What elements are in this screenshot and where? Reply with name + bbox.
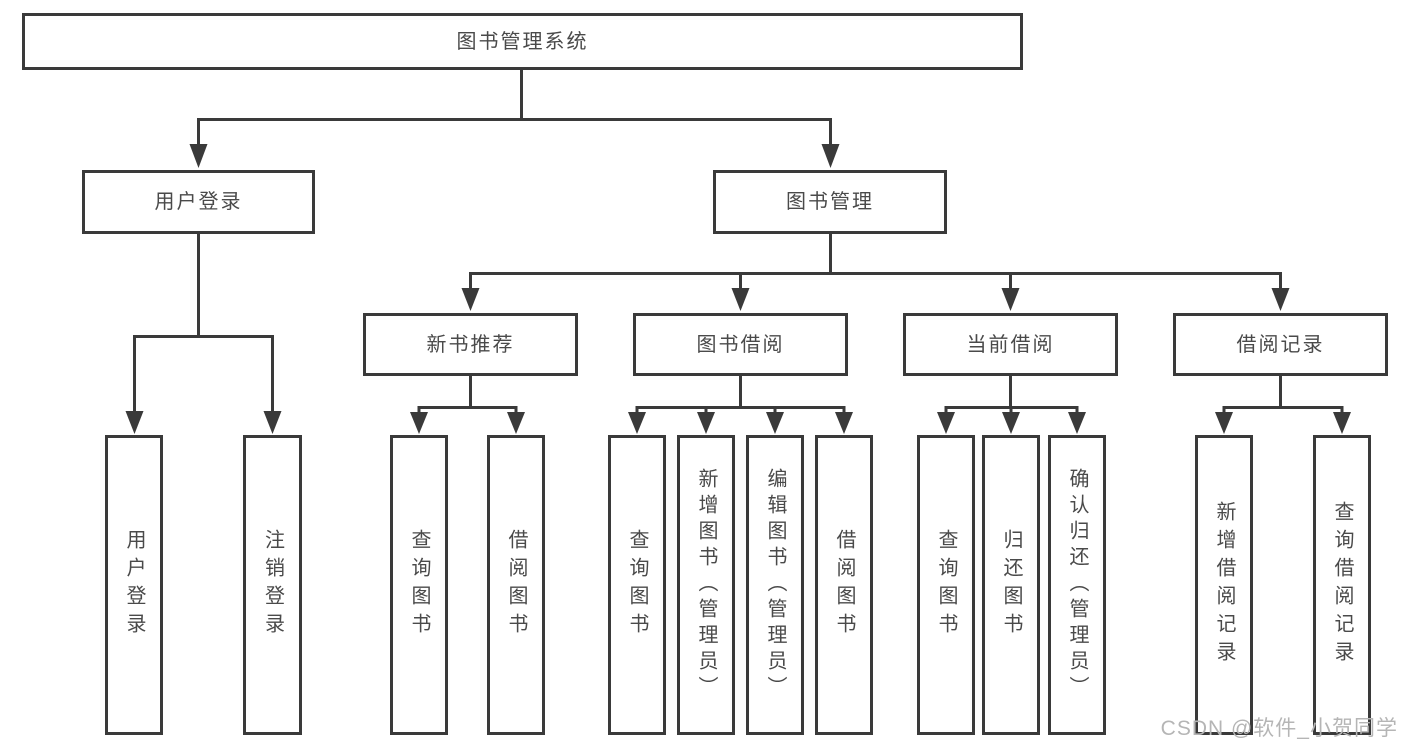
leaf-add-books-admin: 新增图书（管理员）	[677, 435, 735, 735]
leaf-logout: 注销登录	[243, 435, 302, 735]
leaf-edit-books-admin: 编辑图书（管理员）	[746, 435, 804, 735]
leaf-borrow-books-1: 借阅图书	[487, 435, 545, 735]
watermark-text: CSDN @软件_小贺同学	[1160, 717, 1398, 740]
leaf-user-login: 用户登录	[105, 435, 163, 735]
leaf-query-books-3: 查询图书	[917, 435, 975, 735]
node-root: 图书管理系统	[22, 13, 1023, 70]
node-book-management: 图书管理	[713, 170, 947, 234]
node-new-book-recommend: 新书推荐	[363, 313, 578, 376]
node-current-borrow: 当前借阅	[903, 313, 1118, 376]
node-user-login: 用户登录	[82, 170, 315, 234]
node-book-borrow: 图书借阅	[633, 313, 848, 376]
leaf-query-books-2: 查询图书	[608, 435, 666, 735]
leaf-confirm-return-admin: 确认归还（管理员）	[1048, 435, 1106, 735]
leaf-borrow-books-2: 借阅图书	[815, 435, 873, 735]
leaf-return-books: 归还图书	[982, 435, 1040, 735]
leaf-query-books-1: 查询图书	[390, 435, 448, 735]
leaf-add-borrow-record: 新增借阅记录	[1195, 435, 1253, 735]
leaf-query-borrow-record: 查询借阅记录	[1313, 435, 1371, 735]
node-borrow-records: 借阅记录	[1173, 313, 1388, 376]
